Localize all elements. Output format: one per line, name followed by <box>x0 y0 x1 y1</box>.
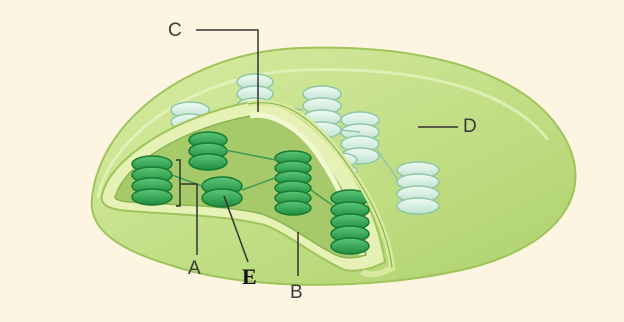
granum-e <box>202 177 242 207</box>
granum-mid <box>275 151 311 215</box>
label-a: A <box>188 258 201 280</box>
granum-a <box>132 156 172 205</box>
label-e: E <box>242 264 257 290</box>
label-b: B <box>290 282 303 304</box>
granum-right <box>331 190 369 254</box>
granum-bg-5 <box>397 162 439 214</box>
label-c: C <box>168 20 182 42</box>
granum-top <box>189 132 227 170</box>
label-d: D <box>463 116 477 138</box>
